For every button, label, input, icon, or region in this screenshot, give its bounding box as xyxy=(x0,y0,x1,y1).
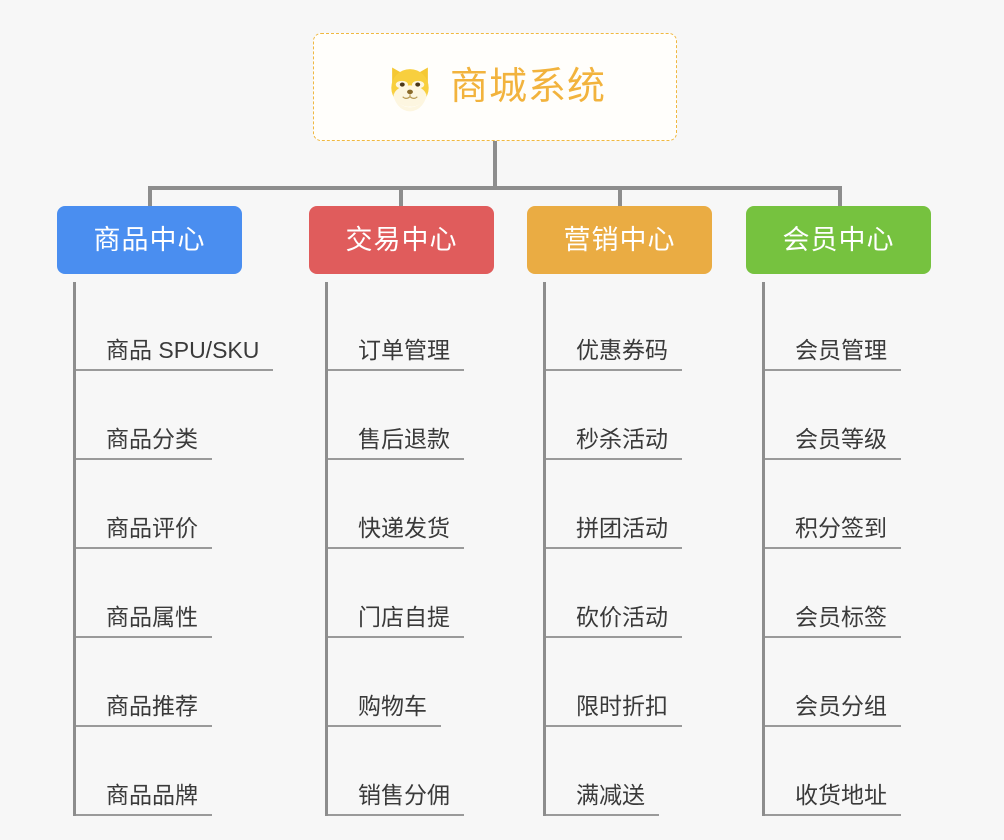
category-label-trade: 交易中心 xyxy=(345,224,458,255)
leaf-item[interactable]: 砍价活动 xyxy=(543,549,682,638)
leaf-label: 满减送 xyxy=(576,781,645,808)
category-box-product[interactable]: 商品中心 xyxy=(57,206,242,274)
leaf-item[interactable]: 订单管理 xyxy=(325,282,464,371)
connector-drop-1 xyxy=(148,186,152,208)
leaf-item[interactable]: 会员分组 xyxy=(762,638,901,727)
connector-drop-3 xyxy=(618,186,622,208)
root-title: 商城系统 xyxy=(449,66,606,108)
leaf-label: 砍价活动 xyxy=(576,603,668,630)
leaf-item[interactable]: 会员标签 xyxy=(762,549,901,638)
leaf-label: 购物车 xyxy=(358,692,427,719)
category-label-member: 会员中心 xyxy=(782,224,895,255)
leaf-label: 秒杀活动 xyxy=(576,425,668,452)
branch-spine-member xyxy=(762,282,765,816)
leaf-item[interactable]: 商品属性 xyxy=(73,549,273,638)
leaf-item[interactable]: 商品分类 xyxy=(73,371,273,460)
category-box-trade[interactable]: 交易中心 xyxy=(309,206,494,274)
leaf-item[interactable]: 门店自提 xyxy=(325,549,464,638)
leaf-label: 限时折扣 xyxy=(576,692,668,719)
leaf-label: 会员标签 xyxy=(795,603,887,630)
leaf-item[interactable]: 拼团活动 xyxy=(543,460,682,549)
leaf-label: 会员等级 xyxy=(795,425,887,452)
leaf-label: 会员分组 xyxy=(795,692,887,719)
leaf-label: 订单管理 xyxy=(358,336,450,363)
branch-column-trade: 订单管理 售后退款 快递发货 门店自提 购物车 销售分佣 xyxy=(325,282,464,816)
root-node[interactable]: 商城系统 xyxy=(313,33,677,141)
branch-spine-product xyxy=(73,282,76,816)
branch-column-product: 商品 SPU/SKU 商品分类 商品评价 商品属性 商品推荐 商品品牌 xyxy=(73,282,274,816)
connector-drop-4 xyxy=(838,186,842,208)
category-label-marketing: 营销中心 xyxy=(563,224,676,255)
leaf-item[interactable]: 售后退款 xyxy=(325,371,464,460)
leaf-item[interactable]: 秒杀活动 xyxy=(543,371,682,460)
leaf-item[interactable]: 商品推荐 xyxy=(73,638,273,727)
leaf-label: 收货地址 xyxy=(795,781,887,808)
leaf-item[interactable]: 商品 SPU/SKU xyxy=(73,282,274,371)
branch-spine-marketing xyxy=(543,282,546,816)
category-box-marketing[interactable]: 营销中心 xyxy=(527,206,712,274)
connector-horizontal-bus xyxy=(150,186,840,190)
leaf-label: 售后退款 xyxy=(358,425,450,452)
leaf-label: 商品分类 xyxy=(106,425,198,452)
leaf-label: 快递发货 xyxy=(358,514,450,541)
leaf-item[interactable]: 购物车 xyxy=(325,638,464,727)
leaf-label: 商品属性 xyxy=(106,603,198,630)
category-box-member[interactable]: 会员中心 xyxy=(746,206,931,274)
leaf-label: 销售分佣 xyxy=(358,781,450,808)
connector-drop-2 xyxy=(399,186,403,208)
leaf-label: 商品评价 xyxy=(106,514,198,541)
branch-column-marketing: 优惠券码 秒杀活动 拼团活动 砍价活动 限时折扣 满减送 xyxy=(543,282,682,816)
leaf-item[interactable]: 商品品牌 xyxy=(73,727,273,816)
connector-root-stem xyxy=(493,141,497,188)
leaf-item[interactable]: 优惠券码 xyxy=(543,282,682,371)
leaf-item[interactable]: 积分签到 xyxy=(762,460,901,549)
leaf-label: 商品推荐 xyxy=(106,692,198,719)
leaf-item[interactable]: 满减送 xyxy=(543,727,682,816)
leaf-label: 优惠券码 xyxy=(576,336,668,363)
leaf-item[interactable]: 收货地址 xyxy=(762,727,901,816)
leaf-label: 积分签到 xyxy=(795,514,887,541)
branch-column-member: 会员管理 会员等级 积分签到 会员标签 会员分组 收货地址 xyxy=(762,282,901,816)
shiba-dog-icon xyxy=(391,67,429,112)
leaf-label: 门店自提 xyxy=(358,603,450,630)
category-label-product: 商品中心 xyxy=(93,224,206,255)
leaf-label: 商品 SPU/SKU xyxy=(106,336,260,363)
leaf-item[interactable]: 会员管理 xyxy=(762,282,901,371)
leaf-item[interactable]: 商品评价 xyxy=(73,460,273,549)
leaf-label: 商品品牌 xyxy=(106,781,198,808)
leaf-item[interactable]: 销售分佣 xyxy=(325,727,464,816)
branch-spine-trade xyxy=(325,282,328,816)
leaf-item[interactable]: 限时折扣 xyxy=(543,638,682,727)
leaf-label: 拼团活动 xyxy=(576,514,668,541)
leaf-item[interactable]: 会员等级 xyxy=(762,371,901,460)
leaf-label: 会员管理 xyxy=(795,336,887,363)
leaf-item[interactable]: 快递发货 xyxy=(325,460,464,549)
